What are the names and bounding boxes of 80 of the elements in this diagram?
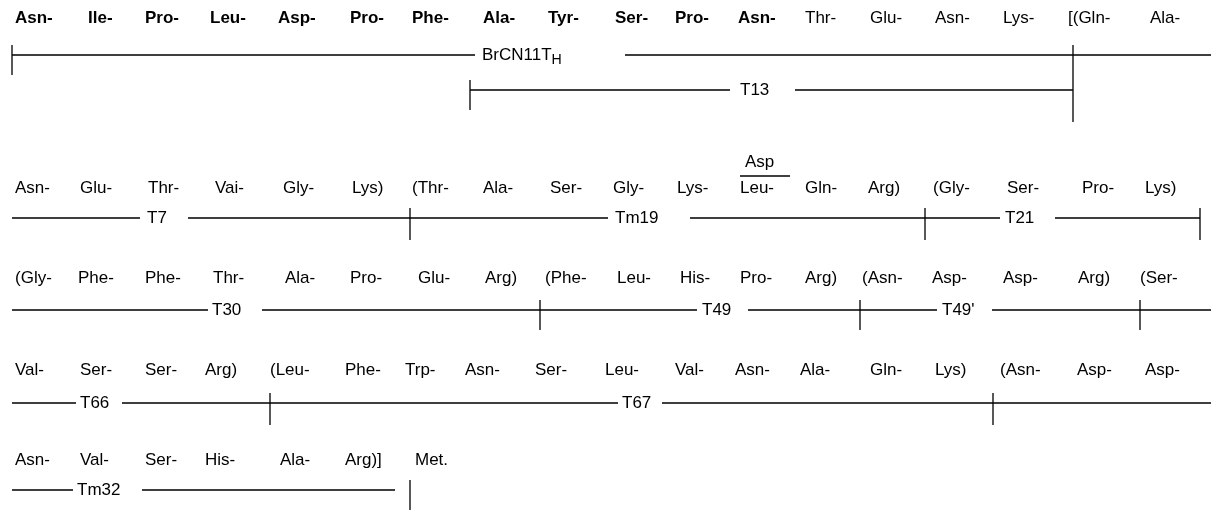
residue-label: (Gly- (15, 268, 52, 288)
residue-label: (Thr- (412, 178, 449, 198)
residue-label: Asn- (15, 8, 53, 28)
substitution-label: Asp (745, 152, 775, 172)
residue-label: Ser- (615, 8, 649, 28)
residue-label: Gln- (805, 178, 838, 198)
residue-label: (Leu- (270, 360, 310, 380)
residue-label: Pro- (145, 8, 179, 28)
residue-label: His- (205, 450, 236, 470)
residue-label: Asp- (278, 8, 316, 28)
residue-label: Vai- (215, 178, 244, 198)
residue-label: Trp- (405, 360, 436, 380)
residue-label: Val- (675, 360, 704, 380)
residue-label: Ser- (145, 360, 178, 380)
residue-label: Ser- (145, 450, 178, 470)
residue-label: Pro- (675, 8, 709, 28)
residue-label: Asn- (935, 8, 970, 28)
residue-label: Thr- (148, 178, 180, 198)
residue-label: Glu- (80, 178, 113, 198)
residue-label: (Phe- (545, 268, 587, 288)
residue-label: Lys- (677, 178, 709, 198)
residue-label: Asp- (932, 268, 967, 288)
residue-label: Gly- (613, 178, 645, 198)
residue-label: Phe- (145, 268, 181, 288)
residue-label: Ser- (80, 360, 113, 380)
residue-label: Arg) (1078, 268, 1111, 288)
residue-label: Gln- (870, 360, 903, 380)
residue-label: Glu- (870, 8, 903, 28)
residue-label: Asn- (735, 360, 770, 380)
residue-label: Leu- (210, 8, 246, 28)
residue-label: Ala- (483, 178, 514, 198)
residue-label: Pro- (1082, 178, 1115, 198)
residue-label: Lys- (1003, 8, 1035, 28)
residue-label: Lys) (1145, 178, 1177, 198)
residue-label: Arg) (485, 268, 518, 288)
residue-label: (Gly- (933, 178, 970, 198)
residue-label: Leu- (617, 268, 652, 288)
residue-label: (Asn- (1000, 360, 1041, 380)
residue-label: Asp- (1003, 268, 1038, 288)
residue-label: Thr- (213, 268, 245, 288)
residue-label: Leu- (605, 360, 640, 380)
residue-label: Ala- (1150, 8, 1181, 28)
residue-label: Asn- (738, 8, 776, 28)
residue-label: Arg) (205, 360, 238, 380)
residue-label: (Ser- (1140, 268, 1178, 288)
residue-label: Leu- (740, 178, 775, 198)
residue-label: Val- (80, 450, 109, 470)
residue-label: Gly- (283, 178, 315, 198)
residue-label: Ala- (285, 268, 316, 288)
residue-label: Phe- (345, 360, 381, 380)
residue-label: Arg)] (345, 450, 382, 470)
residue-label: Lys) (935, 360, 967, 380)
residue-label: Pro- (740, 268, 773, 288)
residue-label: Ser- (535, 360, 568, 380)
residue-label: Ile- (88, 8, 113, 28)
residue-label: Pro- (350, 268, 383, 288)
residue-label: Glu- (418, 268, 451, 288)
residue-label: Phe- (78, 268, 114, 288)
residue-label: [(Gln- (1068, 8, 1111, 28)
residue-label: Asp- (1145, 360, 1180, 380)
residue-label: Ser- (550, 178, 583, 198)
residue-label: Asn- (15, 450, 50, 470)
residue-label: Ala- (483, 8, 516, 28)
residue-label: His- (680, 268, 711, 288)
residue-label: Lys) (352, 178, 384, 198)
residue-label: Ala- (280, 450, 311, 470)
residue-label: Ser- (1007, 178, 1040, 198)
residue-label: Met. (415, 450, 449, 470)
residue-label: Asn- (15, 178, 50, 198)
residue-label: Arg) (868, 178, 901, 198)
residue-label: Asn- (465, 360, 500, 380)
residue-label: Phe- (412, 8, 449, 28)
residue-label: Pro- (350, 8, 384, 28)
residue-label: Thr- (805, 8, 837, 28)
residue-label: Val- (15, 360, 44, 380)
residue-label: Ala- (800, 360, 831, 380)
residue-label: Arg) (805, 268, 838, 288)
residue-label: Tyr- (548, 8, 579, 28)
residue-label: (Asn- (862, 268, 903, 288)
residue-label: Asp- (1077, 360, 1112, 380)
